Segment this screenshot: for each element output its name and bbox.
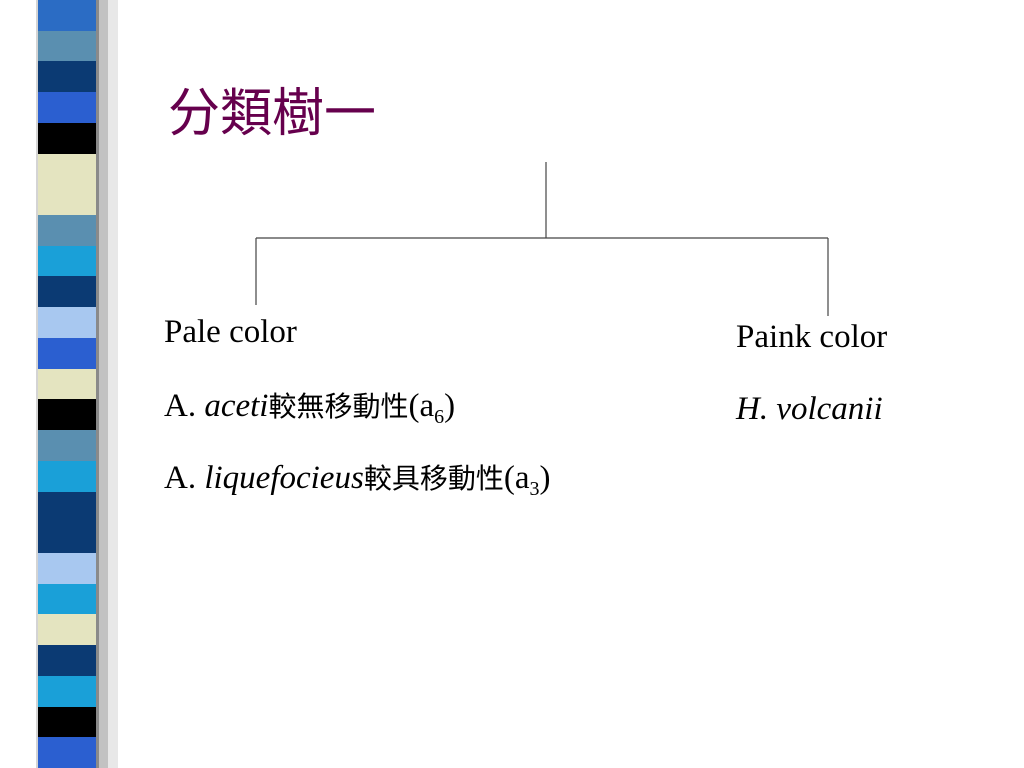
stripe-segment [38,31,96,61]
stripe-segment [38,737,96,768]
stripe-segment [38,215,96,246]
stripe-segment [38,276,96,307]
stripe-segment [38,338,96,369]
stripe-segment [38,399,96,430]
stripe-segment [38,584,96,614]
stripe-shadow [96,0,99,768]
left-species-2: A. liquefocieus較具移動性(a3) [164,460,551,499]
species-code-subscript: 6 [434,406,445,428]
species-epithet: liquefocieus [204,460,364,496]
species-epithet: aceti [204,388,269,424]
species-genus: A. [164,460,197,496]
stripe-segment [38,707,96,737]
stripe-bar-graphic [36,0,118,768]
stripe-segment [38,553,96,584]
species-code-open: (a [503,460,530,496]
stripe-segment [38,61,96,92]
stripe-segment [38,92,96,123]
stripe-segment [38,123,96,154]
species-trait: 較無移動性 [268,390,409,423]
right-branch-label: Paink color [736,319,888,355]
species-code-close: ) [444,388,456,424]
stripe-shadow [36,0,38,768]
left-species-1: A. aceti較無移動性(a6) [164,388,456,427]
stripe-segment [38,614,96,645]
stripe-segment [38,492,96,522]
stripe-segment [38,645,96,676]
decorative-stripe-bar [0,0,118,768]
species-genus: A. [164,388,197,424]
stripe-segment [38,184,96,215]
species-code-subscript: 3 [529,478,540,500]
stripe-segment [38,307,96,338]
slide-title: 分類樹一 [168,84,377,144]
stripe-segment [38,676,96,707]
species-genus: H. [736,391,769,427]
stripe-shadow [108,0,118,768]
species-epithet: volcanii [776,391,883,427]
right-species-1: H. volcanii [736,392,883,427]
species-trait: 較具移動性 [363,462,504,495]
stripe-segment [38,461,96,492]
stripe-segment [38,522,96,553]
species-code-open: (a [408,388,435,424]
stripe-segment [38,246,96,276]
left-branch-label: Pale color [164,314,297,350]
stripe-segment [38,369,96,399]
stripe-segment [38,0,96,31]
stripe-shadow [99,0,108,768]
stripe-segment [38,154,96,184]
stripe-segment [38,430,96,461]
species-code-close: ) [539,460,551,496]
